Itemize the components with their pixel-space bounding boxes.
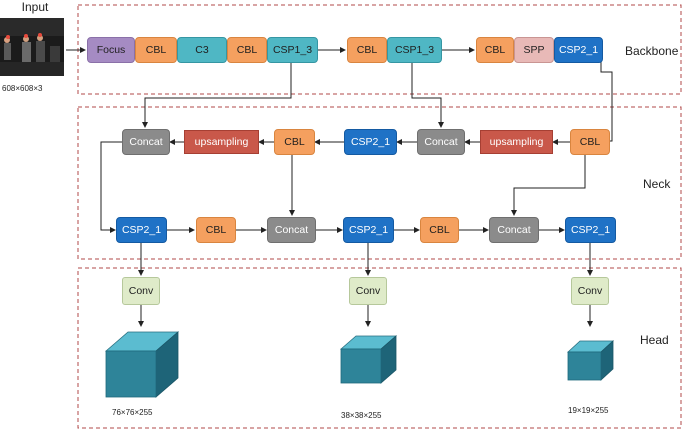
- input-title: Input: [21, 0, 49, 14]
- section-label-neck: Neck: [643, 177, 671, 191]
- block-c3: C3: [177, 37, 227, 63]
- output-cube-medium: [339, 335, 398, 384]
- block-cbl: CBL: [570, 129, 610, 155]
- block-csp2-1: CSP2_1: [343, 217, 394, 243]
- arrow-concat1-csp21b: [100, 141, 122, 233]
- arrow-cbl2-concat4: [511, 155, 586, 216]
- input-size-label: 608×608×3: [2, 84, 43, 93]
- head-section-border: [77, 267, 682, 429]
- output-dim-large: 76×76×255: [112, 408, 153, 417]
- output-cube-large: [104, 331, 180, 398]
- block-csp2-1: CSP2_1: [344, 129, 397, 155]
- neck-section-border: [77, 106, 682, 260]
- block-concat: Concat: [417, 129, 465, 155]
- block-conv: Conv: [122, 277, 160, 305]
- block-csp1-3: CSP1_3: [267, 37, 318, 63]
- block-cbl: CBL: [135, 37, 177, 63]
- output-dim-small: 19×19×255: [568, 406, 609, 415]
- block-conv: Conv: [349, 277, 387, 305]
- arrow-csp13a-concat1: [142, 61, 292, 128]
- block-cbl: CBL: [196, 217, 236, 243]
- block-cbl: CBL: [476, 37, 514, 63]
- block-concat: Concat: [122, 129, 170, 155]
- block-concat: Concat: [267, 217, 316, 243]
- block-upsampling: upsampling: [184, 130, 259, 154]
- block-cbl: CBL: [347, 37, 387, 63]
- arrow-csp13b-concat2: [411, 61, 444, 128]
- block-csp1-3: CSP1_3: [387, 37, 442, 63]
- block-focus: Focus: [87, 37, 135, 63]
- block-conv: Conv: [571, 277, 609, 305]
- output-cube-small: [566, 340, 615, 381]
- section-label-head: Head: [640, 333, 669, 347]
- block-csp2-1: CSP2_1: [116, 217, 167, 243]
- block-cbl: CBL: [227, 37, 267, 63]
- block-csp2-1: CSP2_1: [565, 217, 616, 243]
- output-dim-medium: 38×38×255: [341, 411, 382, 420]
- block-upsampling: upsampling: [480, 130, 553, 154]
- section-label-backbone: Backbone: [625, 44, 679, 58]
- input-image: [0, 18, 64, 76]
- block-concat: Concat: [489, 217, 539, 243]
- block-csp2-1: CSP2_1: [554, 37, 603, 63]
- block-cbl: CBL: [420, 217, 459, 243]
- block-spp: SPP: [514, 37, 554, 63]
- block-cbl: CBL: [274, 129, 315, 155]
